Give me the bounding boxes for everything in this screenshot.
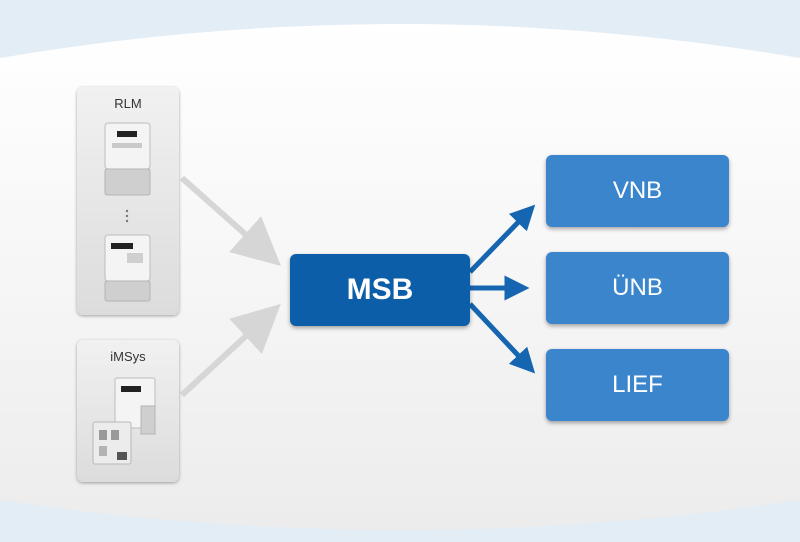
imsys-source-box: iMSys (77, 340, 179, 482)
lief-node: LIEF (546, 349, 729, 421)
electricity-meter-icon (104, 122, 151, 302)
arrow-msb-to-lief (468, 302, 536, 374)
arrow-rlm-to-msb (180, 175, 281, 266)
arrow-imsys-to-msb (179, 303, 281, 398)
vnb-node: VNB (546, 155, 729, 227)
rlm-source-box: RLM (77, 87, 179, 315)
arrow-msb-to-vnb (468, 204, 536, 274)
rlm-label: RLM (114, 96, 142, 111)
imsys-label: iMSys (110, 349, 146, 364)
smart-meter-gateway-icon (92, 377, 156, 465)
msb-node: MSB (290, 254, 470, 326)
unb-node: ÜNB (546, 252, 729, 324)
